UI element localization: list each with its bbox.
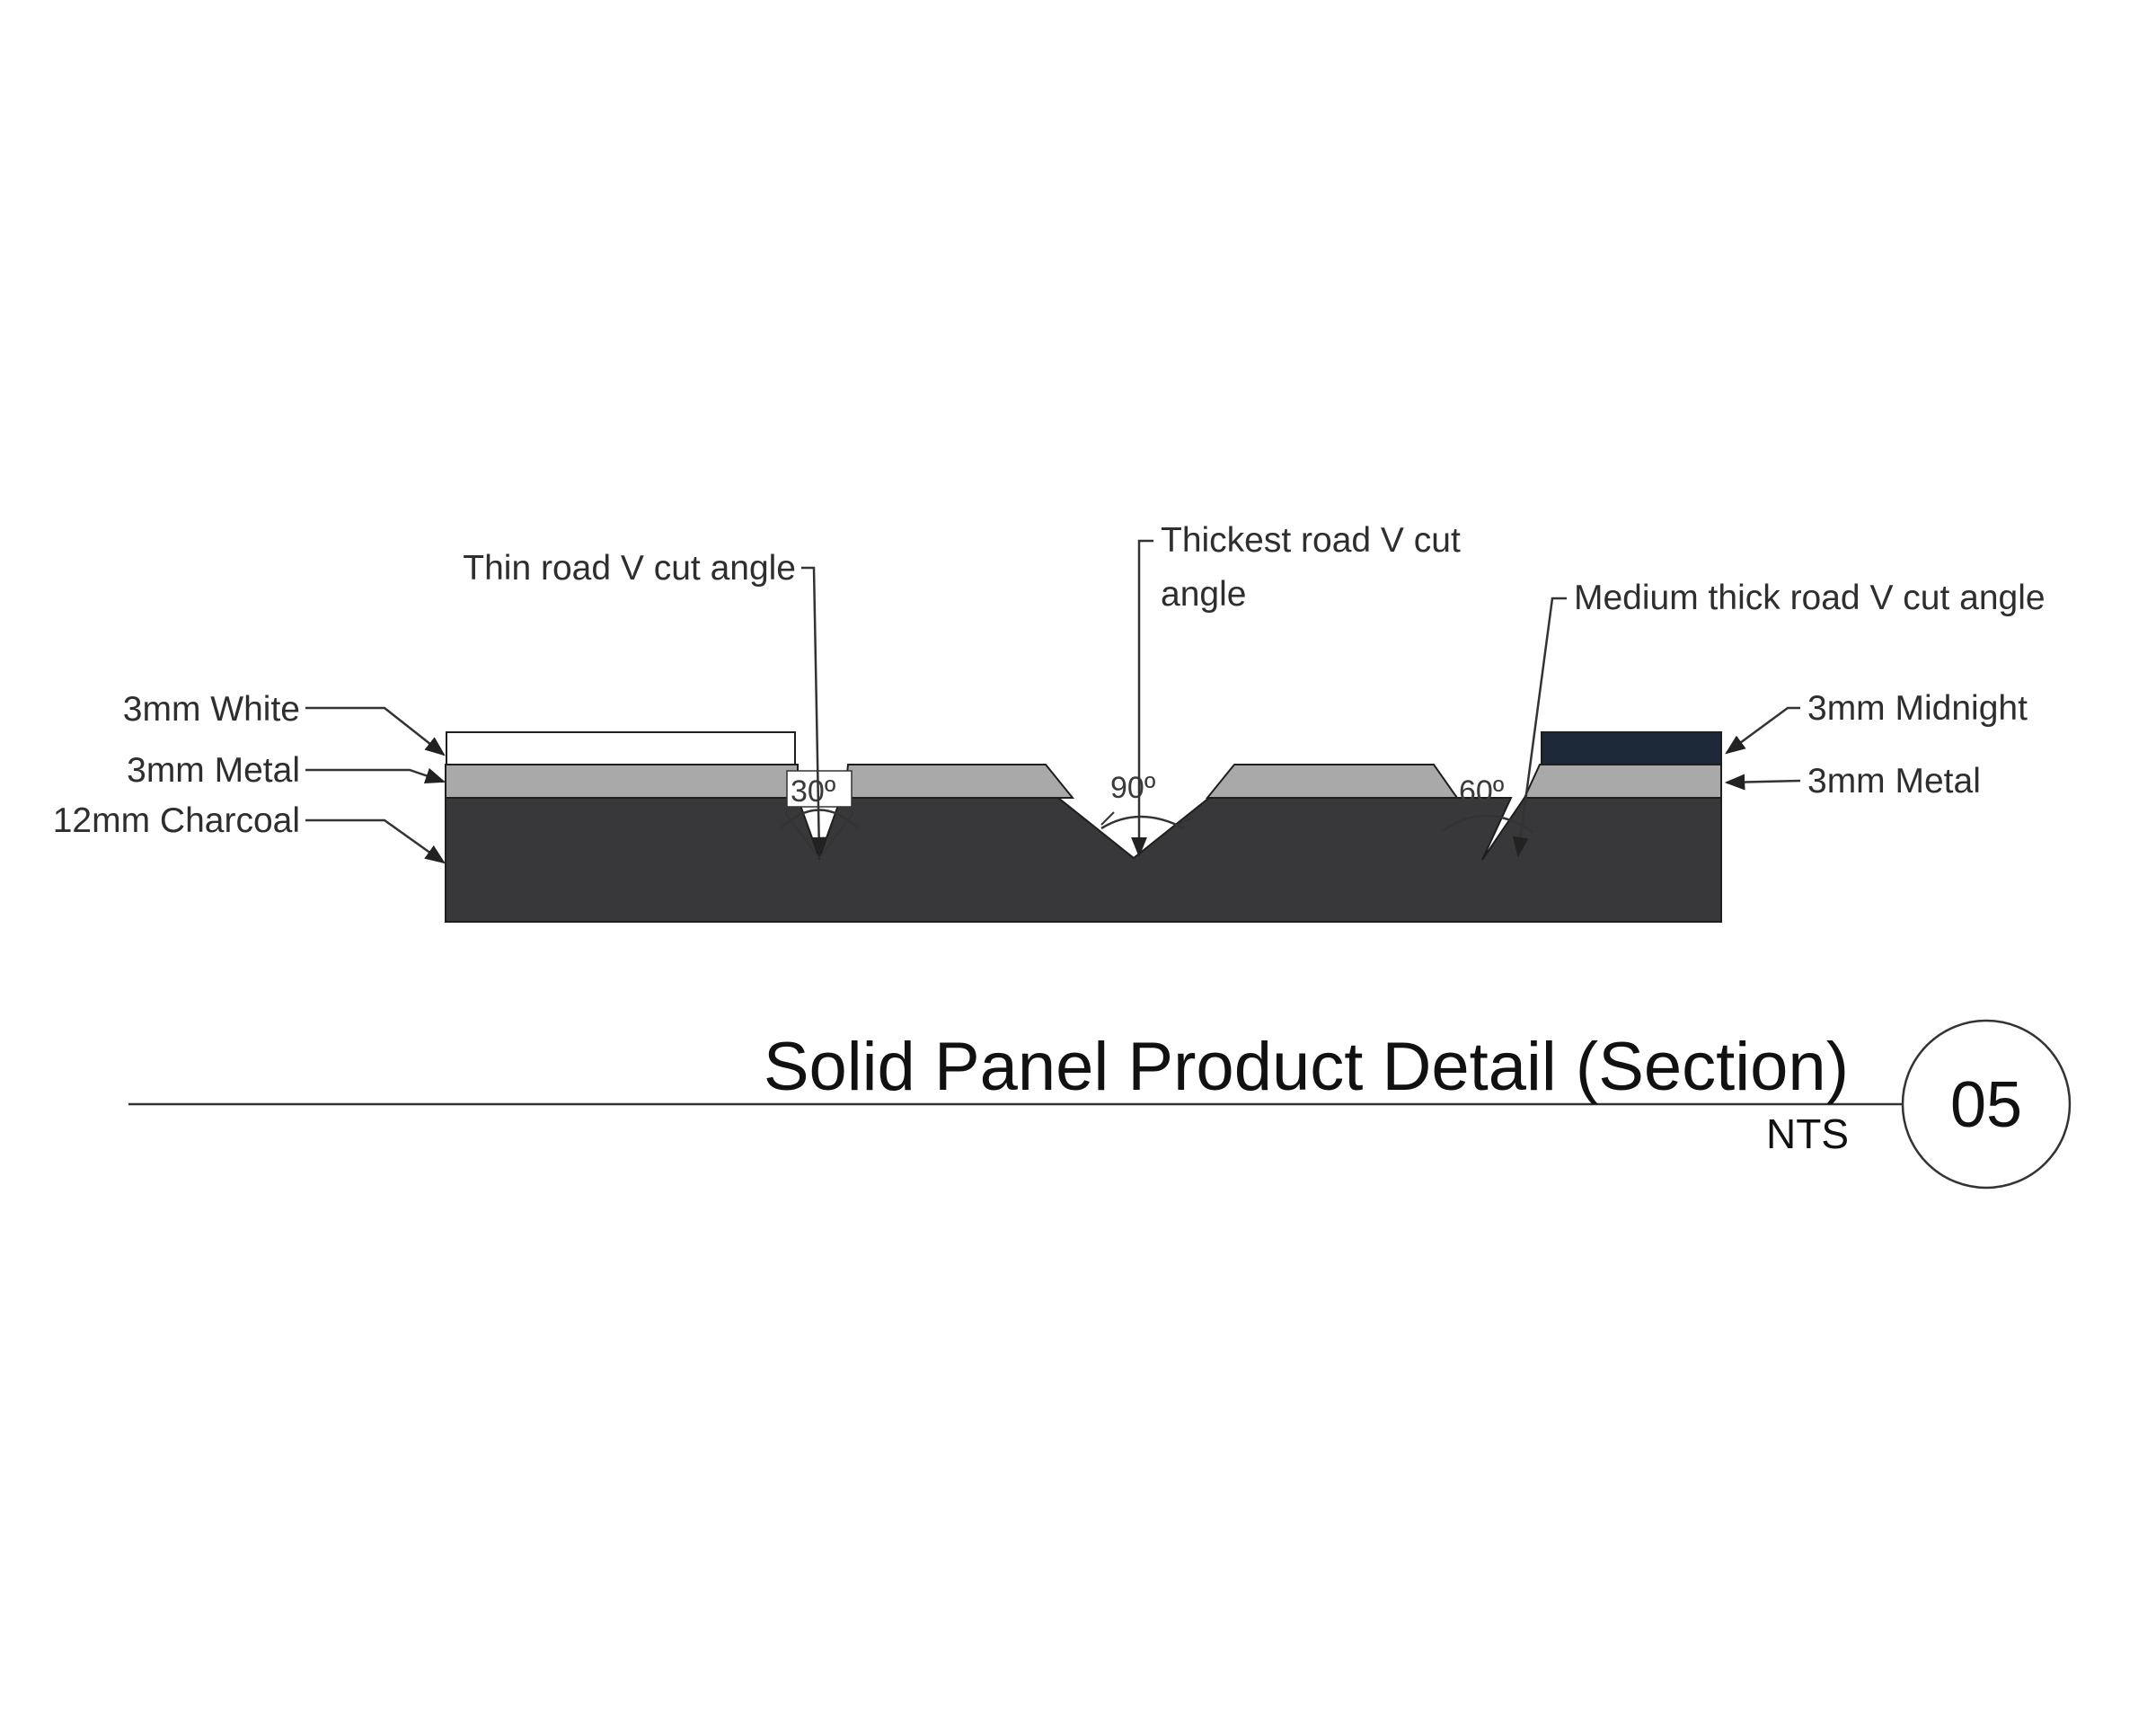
metal-right-leader — [1724, 774, 1801, 791]
midnight-layer-label: 3mm Midnight — [1807, 689, 2028, 728]
thickest-angle-marker — [1100, 811, 1194, 830]
thickest-cut-label-line1: Thickest road V cut — [1161, 521, 1461, 560]
charcoal-label: 12mm Charcoal — [53, 801, 300, 840]
charcoal-leader — [305, 818, 446, 864]
thickest-cut-label-line2: angle — [1161, 575, 1246, 614]
thin-cut-label: Thin road V cut angle — [463, 549, 796, 588]
medium-angle-label: 60º — [1459, 774, 1504, 809]
metal-layer-mid-left — [843, 764, 1075, 799]
white-layer — [446, 731, 796, 765]
white-layer-label: 3mm White — [123, 690, 300, 729]
drawing-title: Solid Panel Product Detail (Section) — [764, 1029, 1849, 1105]
metal-layer-mid-right — [1205, 764, 1459, 799]
thin-angle-label: 30º — [791, 774, 835, 809]
midnight-layer — [1541, 731, 1722, 765]
thickest-angle-label: 90º — [1110, 771, 1155, 805]
metal-left-leader — [305, 767, 446, 783]
metal-layer-left — [445, 764, 799, 799]
thickest-cut-leader — [1131, 539, 1153, 858]
scale-label: NTS — [1766, 1110, 1849, 1157]
charcoal-core — [445, 797, 1722, 923]
medium-cut-label: Medium thick road V cut angle — [1574, 579, 2046, 617]
thin-cut-leader — [801, 566, 827, 858]
medium-cut-leader — [1512, 597, 1567, 858]
midnight-leader — [1725, 706, 1800, 755]
white-layer-leader — [305, 706, 446, 756]
detail-number-circle — [1901, 1019, 2072, 1190]
metal-left-label: 3mm Metal — [127, 751, 300, 790]
detail-number: 05 — [1950, 1069, 2022, 1141]
metal-right-label: 3mm Metal — [1807, 762, 1981, 801]
metal-layer-right — [1523, 764, 1722, 799]
